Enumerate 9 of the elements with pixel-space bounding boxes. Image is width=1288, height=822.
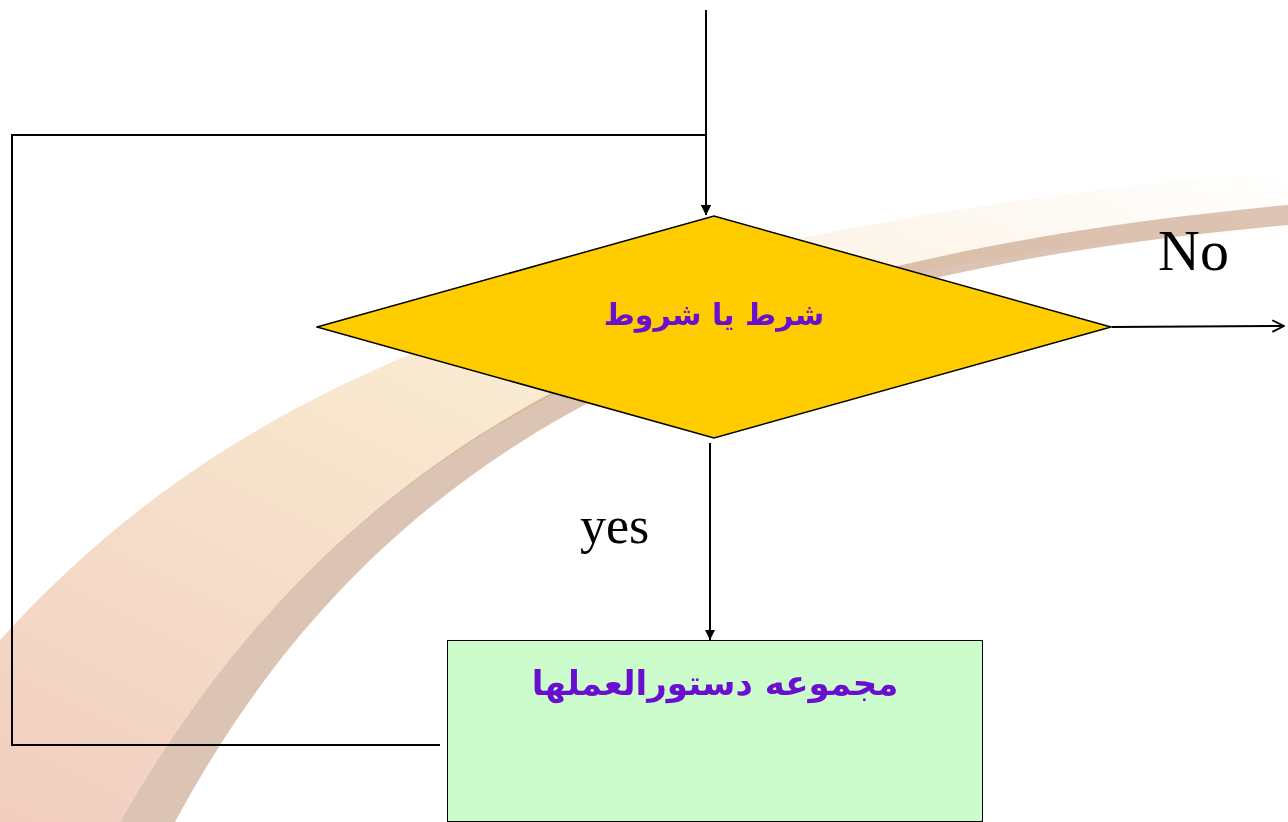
statements-text: مجموعه دستورالعملها	[530, 663, 900, 703]
condition-text: شرط یا شروط	[602, 297, 826, 332]
arrow	[11, 134, 711, 746]
arrow	[1111, 319, 1285, 333]
decision-diamond	[316, 215, 1112, 439]
edge-label: No	[1158, 222, 1229, 280]
arrow	[705, 442, 715, 641]
edge-label: yes	[580, 500, 650, 552]
process-box	[447, 640, 983, 822]
